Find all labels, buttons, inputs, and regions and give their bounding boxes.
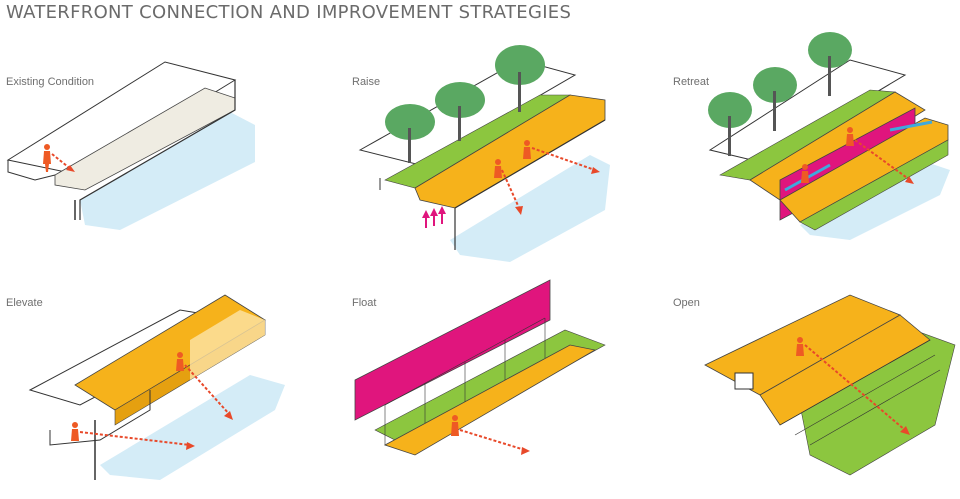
person-icon bbox=[494, 140, 531, 178]
water-area bbox=[800, 160, 950, 240]
panel-label-float: Float bbox=[352, 297, 377, 309]
person-icon bbox=[71, 352, 184, 441]
panel-label-elevate: Elevate bbox=[6, 297, 43, 309]
diagram-retreat bbox=[708, 32, 950, 240]
direction-arrow-icon bbox=[804, 344, 910, 435]
direction-arrow-icon bbox=[79, 364, 233, 450]
diagram-elevate bbox=[28, 294, 285, 480]
ground-plane bbox=[708, 59, 907, 163]
railing-icon bbox=[384, 317, 546, 445]
direction-arrow-icon bbox=[51, 153, 75, 172]
panel-label-existing-condition: Existing Condition bbox=[6, 76, 95, 88]
diagram-existing-condition bbox=[6, 61, 255, 230]
tree-icon bbox=[435, 82, 485, 141]
panel-label-open: Open bbox=[673, 297, 700, 309]
tree-icon bbox=[385, 104, 435, 163]
walkway-edge bbox=[190, 310, 265, 380]
water-area bbox=[80, 112, 255, 230]
panel-label-retreat: Retreat bbox=[673, 76, 710, 88]
water-area bbox=[450, 155, 610, 262]
water-area bbox=[100, 375, 285, 480]
raise-arrow-icon bbox=[422, 206, 446, 228]
person-icon bbox=[801, 127, 854, 183]
person-icon bbox=[451, 415, 459, 436]
direction-arrow-icon bbox=[459, 429, 530, 455]
diagram-raise bbox=[358, 45, 610, 262]
lower-green bbox=[799, 139, 949, 231]
panel-label-raise: Raise bbox=[352, 76, 381, 88]
diagram-open bbox=[704, 294, 956, 476]
lower-walkway bbox=[779, 117, 949, 223]
float-walkway bbox=[383, 344, 597, 456]
person-icon bbox=[43, 144, 51, 172]
person-icon bbox=[796, 337, 804, 356]
direction-arrow-icon bbox=[501, 147, 600, 215]
diagram-float bbox=[354, 279, 606, 456]
terrace-steps bbox=[779, 339, 941, 446]
tree-icon bbox=[708, 32, 852, 156]
tree-icon bbox=[495, 45, 545, 112]
wall-segment bbox=[734, 372, 754, 390]
flood-wall bbox=[354, 279, 551, 421]
page-title: WATERFRONT CONNECTION AND IMPROVEMENT ST… bbox=[6, 2, 572, 23]
direction-arrow-icon bbox=[854, 139, 914, 184]
